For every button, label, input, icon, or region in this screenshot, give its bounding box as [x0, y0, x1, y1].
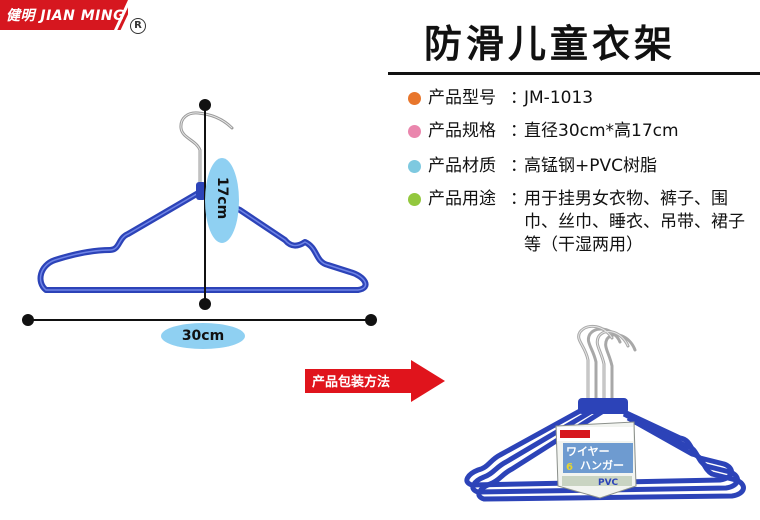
width-dimension-right-dot [365, 314, 377, 326]
brand-logo-text: 健明 JIAN MING [6, 8, 126, 24]
packaging-arrow [305, 360, 445, 402]
spec-model-label: 产品型号 [428, 88, 496, 108]
spec-usage-label: 产品用途 [428, 189, 496, 209]
packaging-label: 产品包装方法 [312, 375, 391, 390]
spec-material-label: 产品材质 [428, 156, 496, 176]
spec-colon: ： [510, 88, 527, 108]
height-dimension-top-dot [199, 99, 211, 111]
registered-mark: R [130, 18, 146, 34]
height-label: 17cm [214, 176, 230, 220]
title-underline [388, 72, 760, 75]
height-dimension-bottom-dot [199, 298, 211, 310]
hanger-body [37, 189, 369, 293]
package-count: 6 [566, 462, 573, 473]
spec-colon: ： [510, 189, 527, 209]
spec-colon: ： [510, 121, 527, 141]
spec-material-dot [408, 160, 421, 173]
package-material: PVC [598, 478, 619, 488]
spec-model-value: JM-1013 [524, 88, 594, 108]
spec-size-value: 直径30cm*高17cm [524, 121, 679, 141]
width-label-bubble: 30cm [161, 323, 245, 349]
spec-material-value: 高锰钢+PVC树脂 [524, 156, 657, 176]
height-label-bubble: 17cm [205, 158, 239, 243]
spec-size-label: 产品规格 [428, 121, 496, 141]
hanger-diagram [22, 99, 377, 326]
package-title-2: ハンガー [580, 458, 624, 472]
spec-usage-dot [408, 193, 421, 206]
package-title-1: ワイヤー [566, 445, 610, 458]
brand-logo [0, 0, 128, 30]
packaged-hangers-image: ワイヤー ハンガー 6 PVC [464, 324, 746, 502]
spec-model-dot [408, 92, 421, 105]
page-title: 防滑儿童衣架 [423, 22, 676, 66]
spec-colon: ： [510, 156, 527, 176]
width-dimension-left-dot [22, 314, 34, 326]
spec-usage-value: 用于挂男女衣物、裤子、围巾、丝巾、睡衣、吊带、裙子等（干湿两用） [524, 189, 745, 255]
spec-size-dot [408, 125, 421, 138]
